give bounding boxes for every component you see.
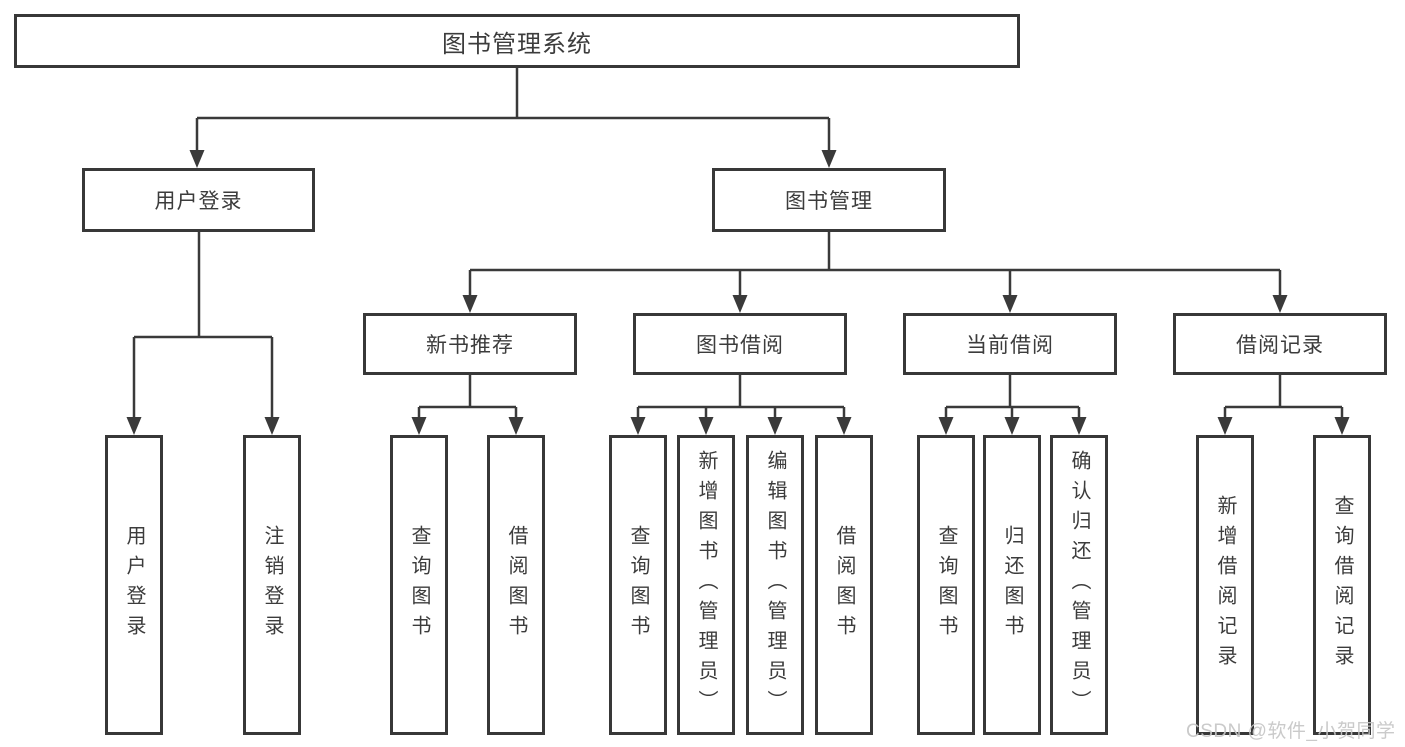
leaf-borrow-books: 借阅图书 [487, 435, 545, 735]
leaf-confirm-return-admin: 确认归还（管理员） [1050, 435, 1108, 735]
leaf-query-books-3: 查询图书 [917, 435, 975, 735]
leaf-user-login: 用户登录 [105, 435, 163, 735]
leaf-borrow-books-2: 借阅图书 [815, 435, 873, 735]
node-book-borrowing: 图书借阅 [633, 313, 847, 375]
leaf-add-book-admin: 新增图书（管理员） [677, 435, 735, 735]
arrowheads [126, 150, 1350, 435]
node-library-management-system: 图书管理系统 [14, 14, 1020, 68]
node-current-borrowing: 当前借阅 [903, 313, 1117, 375]
node-book-management: 图书管理 [712, 168, 946, 232]
leaf-edit-book-admin: 编辑图书（管理员） [746, 435, 804, 735]
watermark-text: CSDN @软件_小贺同学 [1186, 721, 1396, 742]
node-new-book-recommend: 新书推荐 [363, 313, 577, 375]
node-user-login: 用户登录 [82, 168, 315, 232]
leaf-query-borrow-record: 查询借阅记录 [1313, 435, 1371, 735]
leaf-add-borrow-record: 新增借阅记录 [1196, 435, 1254, 735]
leaf-query-books: 查询图书 [390, 435, 448, 735]
leaf-logout-login: 注销登录 [243, 435, 301, 735]
leaf-return-book: 归还图书 [983, 435, 1041, 735]
node-borrowing-records: 借阅记录 [1173, 313, 1387, 375]
leaf-query-books-2: 查询图书 [609, 435, 667, 735]
